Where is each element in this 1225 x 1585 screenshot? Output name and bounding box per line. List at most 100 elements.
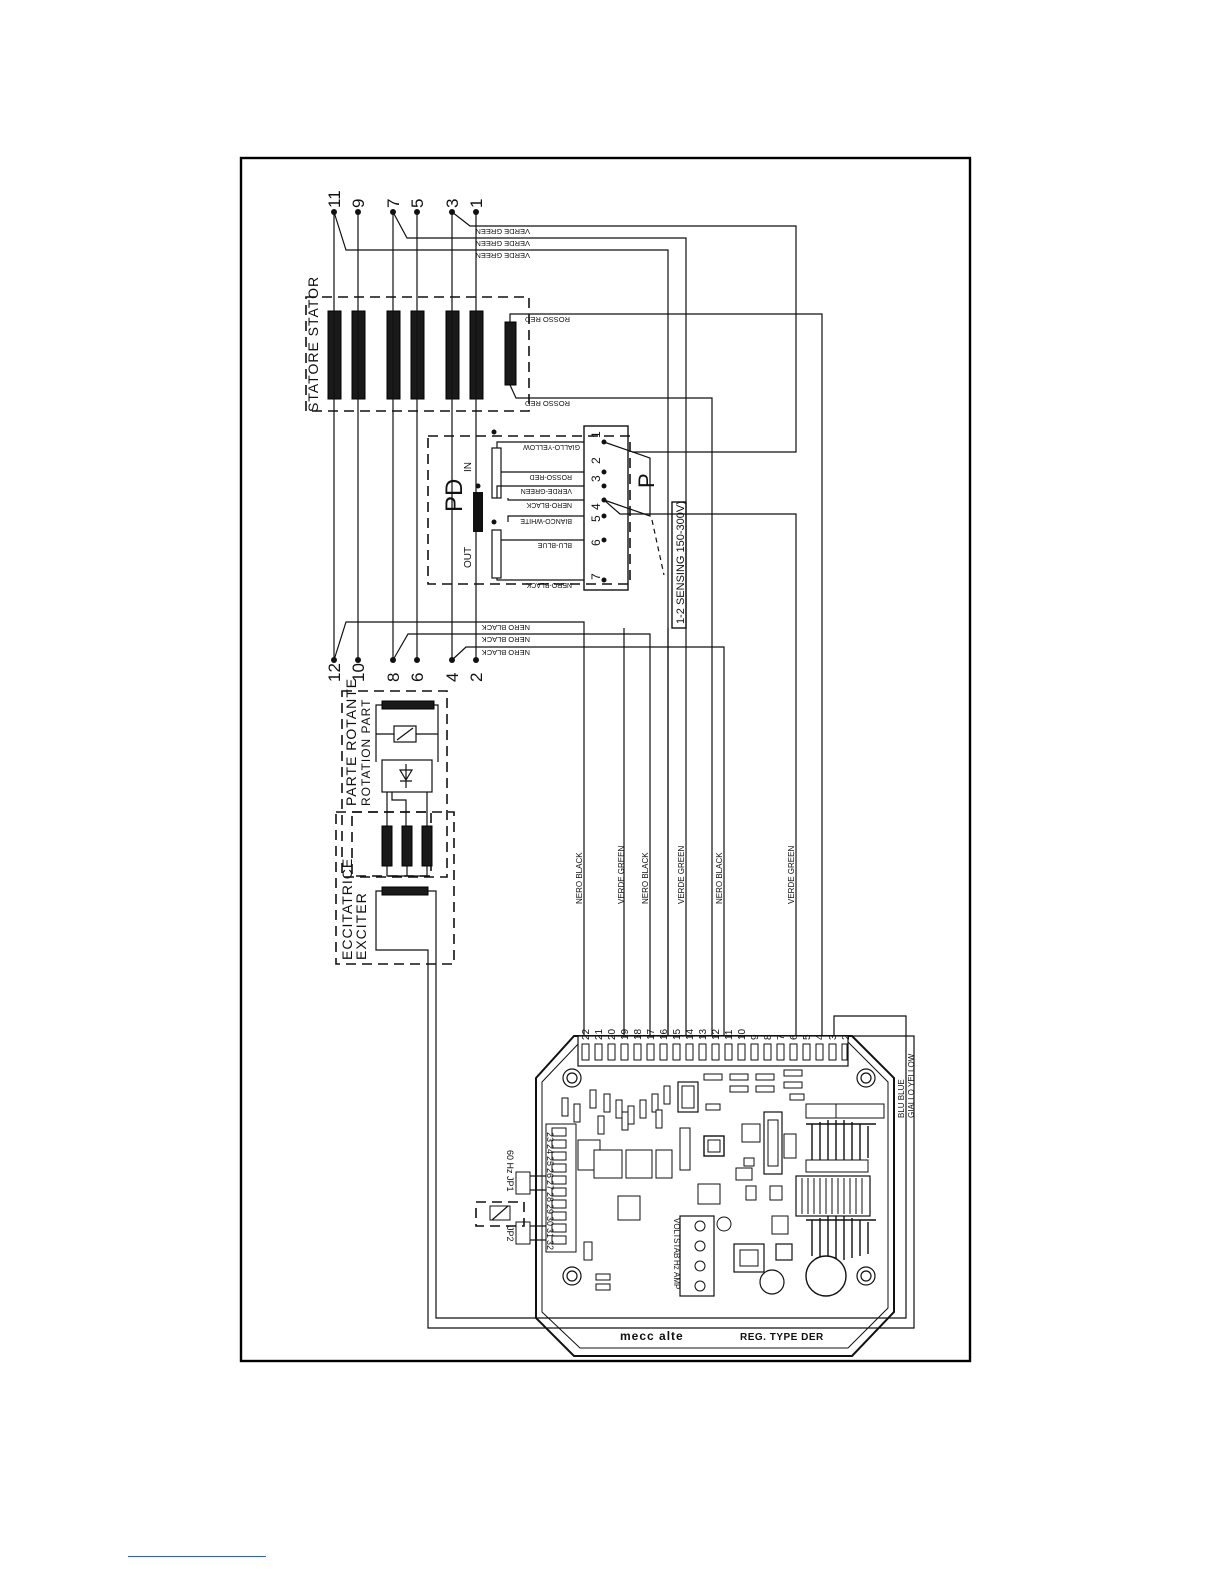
wire-label: NERO BLACK xyxy=(482,648,530,657)
bottom-black-wires: NERO BLACK NERO BLACK NERO BLACK xyxy=(333,621,725,1036)
aux-terminal-number: 27 xyxy=(545,1180,555,1190)
supply-wire-label: GIALLO YELLOW xyxy=(907,1053,916,1118)
terminal-label: 12 xyxy=(325,663,344,682)
pcb-capacitor xyxy=(679,1127,691,1171)
pd-secondary-coil xyxy=(491,529,502,579)
regulator-terminal-number: 8 xyxy=(763,1034,774,1040)
wire-label: VERDE GREEN xyxy=(475,239,530,248)
regulator-terminal-number: 19 xyxy=(620,1028,631,1040)
regulator-terminal-number: 17 xyxy=(646,1028,657,1040)
pd-wire-label: NERO-BLACK xyxy=(526,581,572,588)
trimmer-label: STAB xyxy=(672,1238,681,1258)
pd-pin-number: 5 xyxy=(589,515,603,522)
pd-pin-number: 3 xyxy=(589,475,603,482)
terminal-label: 5 xyxy=(408,199,427,208)
pd-pin-dot xyxy=(601,537,607,543)
pd-wire-label: BLU-BLUE xyxy=(537,541,572,548)
supply-wire-label: BLU BLUE xyxy=(897,1079,906,1118)
aux-terminal-number: 25 xyxy=(545,1156,555,1166)
mounting-hole xyxy=(562,1068,876,1286)
regulator-terminal-number: 21 xyxy=(594,1028,605,1040)
wire-label: VERDE GREEN xyxy=(475,227,530,236)
pcb-connector xyxy=(677,1081,699,1113)
pd-core xyxy=(473,492,483,532)
wire-label: VERDE GREEN xyxy=(617,846,626,904)
terminal-dot xyxy=(473,209,479,215)
wire-label: VERDE GREEN xyxy=(787,846,796,904)
wire-label: NERO BLACK xyxy=(715,852,724,904)
pd-wire-label: NERO-BLACK xyxy=(526,501,572,508)
pd-wire-label: VERDE-GREEN xyxy=(521,487,572,494)
pd-out-label: OUT xyxy=(463,547,474,568)
exciter-block: ECCITATRICE EXCITER xyxy=(335,811,915,1329)
terminal-label: 1 xyxy=(467,199,486,208)
pcb-heatsink xyxy=(806,1120,876,1164)
pcb-resistors xyxy=(561,1069,805,1135)
regulator-terminal-number: 18 xyxy=(633,1028,644,1040)
amp-trimmer xyxy=(694,1280,706,1292)
hz-trimmer xyxy=(694,1260,706,1272)
aux-terminal-number: 31 xyxy=(545,1228,555,1238)
wire-label: VERDE GREEN xyxy=(677,846,686,904)
pd-pin-number: 6 xyxy=(589,539,603,546)
regulator-terminal-number: 3 xyxy=(828,1034,839,1040)
rectifier-bridge xyxy=(381,759,433,793)
wire-label: NERO BLACK xyxy=(482,623,530,632)
terminal-labels-top: 11 9 7 5 3 1 xyxy=(325,190,486,208)
terminal-label: 11 xyxy=(325,190,344,208)
volt-trimmer xyxy=(694,1220,706,1232)
trimmer-label: AMP xyxy=(672,1272,681,1289)
regulator-brand: mecc alte xyxy=(620,1329,684,1343)
regulator-terminal-number: 9 xyxy=(750,1034,761,1040)
stator-title: STATORE STATOR xyxy=(305,276,321,412)
pd-pin-number: 2 xyxy=(589,457,603,464)
pd-wire-label: ROSSO-RED xyxy=(530,473,572,480)
wire-label: VERDE GREEN xyxy=(475,251,530,260)
terminal-dot xyxy=(414,209,420,215)
pd-pin-dot xyxy=(601,469,607,475)
regulator-terminal-pins xyxy=(581,1043,848,1061)
stator-leads xyxy=(331,209,479,663)
terminal-dot xyxy=(355,657,361,663)
regulator-terminal-number: 10 xyxy=(737,1028,748,1040)
rotor-field-winding xyxy=(381,700,435,710)
long-wire-labels: NERO BLACK VERDE GREEN NERO BLACK VERDE … xyxy=(575,846,796,904)
rotating-part-subtitle: ROTATION PART xyxy=(359,699,373,806)
jp1-label: JP1 xyxy=(505,1176,515,1192)
rotating-part-title: PARTE ROTANTE xyxy=(343,678,359,806)
terminal-label: 4 xyxy=(443,673,462,682)
exciter-rotor-winding xyxy=(401,825,413,867)
pd-block: PD IN OUT 1 2 3 4 5 6 7 xyxy=(427,425,797,1036)
regulator-terminal-number: 14 xyxy=(685,1028,696,1040)
regulator-terminal-number: 6 xyxy=(789,1034,800,1040)
regulator-board: 22 21 20 19 18 17 16 15 14 13 12 11 10 9… xyxy=(475,1028,916,1357)
terminal-labels-bottom: 12 10 8 6 4 2 xyxy=(325,663,486,682)
pcb-toroid-inductor xyxy=(795,1175,871,1217)
aux-terminal-number: 32 xyxy=(545,1240,555,1250)
regulator-type: REG. TYPE DER xyxy=(740,1332,824,1343)
pcb-fuse-holder xyxy=(763,1111,783,1175)
exciter-rotor-winding xyxy=(421,825,433,867)
exciter-title: ECCITATRICE xyxy=(339,858,355,960)
terminal-label: 2 xyxy=(467,673,486,682)
jp2-jumper xyxy=(515,1221,531,1245)
regulator-terminal-number: 11 xyxy=(724,1029,735,1040)
wire-label: ROSSO RED xyxy=(524,315,570,324)
pd-pin-dot xyxy=(601,513,607,519)
top-green-wires: VERDE GREEN VERDE GREEN VERDE GREEN xyxy=(333,211,797,1036)
pd-title: PD xyxy=(441,479,468,512)
pd-wire-label: BIANCO-WHITE xyxy=(520,517,572,524)
hz-label: 60 Hz xyxy=(505,1150,515,1174)
regulator-terminal-number: 13 xyxy=(698,1028,709,1040)
terminal-label: 7 xyxy=(384,199,403,208)
diode-icon xyxy=(398,764,414,788)
regulator-terminal-number: 2 xyxy=(841,1034,852,1040)
wire-label: NERO BLACK xyxy=(575,852,584,904)
regulator-terminal-number: 15 xyxy=(672,1028,683,1040)
stab-trimmer xyxy=(694,1240,706,1252)
terminal-label: 6 xyxy=(408,673,427,682)
terminal-label: 10 xyxy=(349,663,368,682)
pcb-heatsink xyxy=(806,1216,876,1260)
trimmer-label: VOLT xyxy=(672,1218,681,1238)
